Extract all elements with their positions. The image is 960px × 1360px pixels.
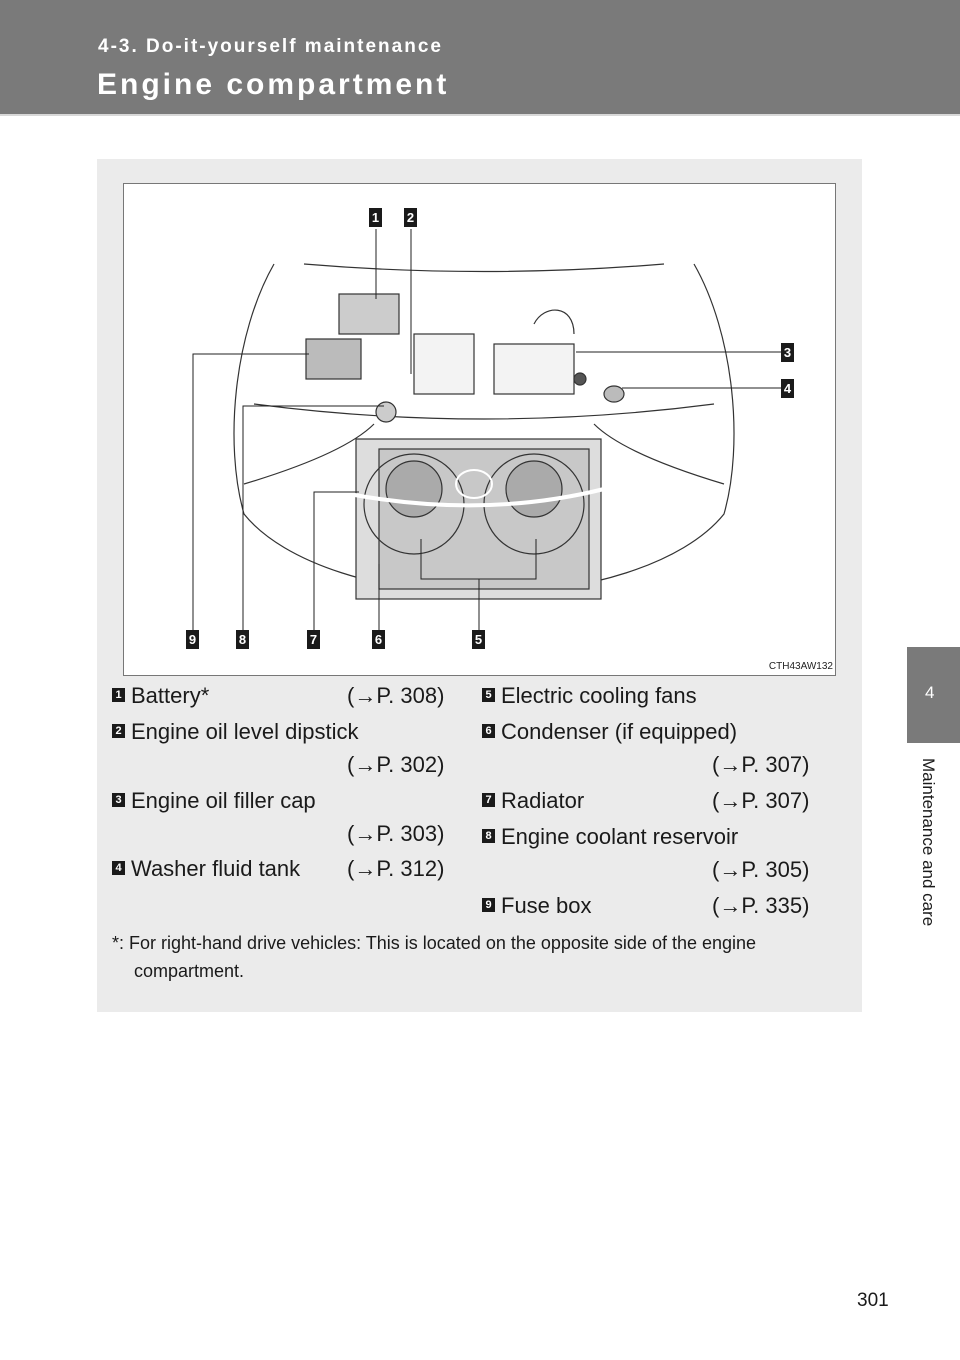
list-item: 5 Electric cooling fans: [482, 679, 697, 713]
engine-drawing: [192, 229, 781, 630]
number-badge: 2: [112, 724, 125, 739]
page-reference: (→P. 302): [347, 752, 445, 777]
chapter-label: Maintenance and care: [919, 758, 938, 927]
item-label: Electric cooling fans: [501, 683, 697, 708]
item-label: Engine oil level dipstick: [131, 719, 359, 744]
page-title: Engine compartment: [97, 68, 450, 101]
page-reference: (→P. 305): [712, 857, 810, 882]
page-reference: (→P. 335): [712, 893, 810, 918]
list-item: 9 Fuse box: [482, 889, 592, 923]
list-item: 3 Engine oil filler cap: [112, 784, 316, 818]
callout-4: 4: [781, 379, 794, 398]
list-item: 1 Battery*: [112, 679, 209, 713]
item-label: Battery*: [131, 683, 210, 708]
callout-7: 7: [307, 630, 320, 649]
item-label: Condenser (if equipped): [501, 719, 738, 744]
engine-compartment-illustration: 1 2 3 4 5 6 7 8 9 CTH43AW132: [123, 183, 836, 676]
page-header: 4-3. Do-it-yourself maintenance Engine c…: [0, 0, 960, 116]
callout-5: 5: [472, 630, 485, 649]
page-reference: (→P. 312): [347, 856, 445, 881]
page-reference: (→P. 307): [712, 788, 810, 813]
callout-1: 1: [369, 208, 382, 227]
number-badge: 4: [112, 861, 125, 876]
callout-8: 8: [236, 630, 249, 649]
item-label: Fuse box: [501, 893, 592, 918]
callout-6: 6: [372, 630, 385, 649]
number-badge: 5: [482, 688, 495, 703]
number-badge: 3: [112, 793, 125, 808]
item-label: Washer fluid tank: [131, 856, 301, 881]
figure-id: CTH43AW132: [768, 661, 833, 672]
page-reference: (→P. 307): [712, 752, 810, 777]
callout-2: 2: [404, 208, 417, 227]
page-reference: (→P. 308): [347, 683, 445, 708]
item-label: Radiator: [501, 788, 585, 813]
page-reference: (→P. 303): [347, 821, 445, 846]
list-item: 6 Condenser (if equipped): [482, 715, 737, 749]
item-label: Engine oil filler cap: [131, 788, 316, 813]
number-badge: 6: [482, 724, 495, 739]
list-item: 7 Radiator: [482, 784, 584, 818]
page-number: 301: [857, 1290, 889, 1311]
list-item: 2 Engine oil level dipstick: [112, 715, 358, 749]
chapter-tab[interactable]: 4: [907, 647, 960, 743]
chapter-number: 4: [925, 683, 935, 702]
number-badge: 7: [482, 793, 495, 808]
number-badge: 1: [112, 688, 125, 703]
list-item: 4 Washer fluid tank: [112, 852, 300, 886]
section-heading: 4-3. Do-it-yourself maintenance: [98, 36, 443, 57]
list-item: 8 Engine coolant reservoir: [482, 820, 738, 854]
callout-3: 3: [781, 343, 794, 362]
callout-9: 9: [186, 630, 199, 649]
item-label: Engine coolant reservoir: [501, 824, 739, 849]
footnote: *: For right-hand drive vehicles: This i…: [112, 933, 757, 981]
number-badge: 9: [482, 898, 495, 913]
number-badge: 8: [482, 829, 495, 844]
